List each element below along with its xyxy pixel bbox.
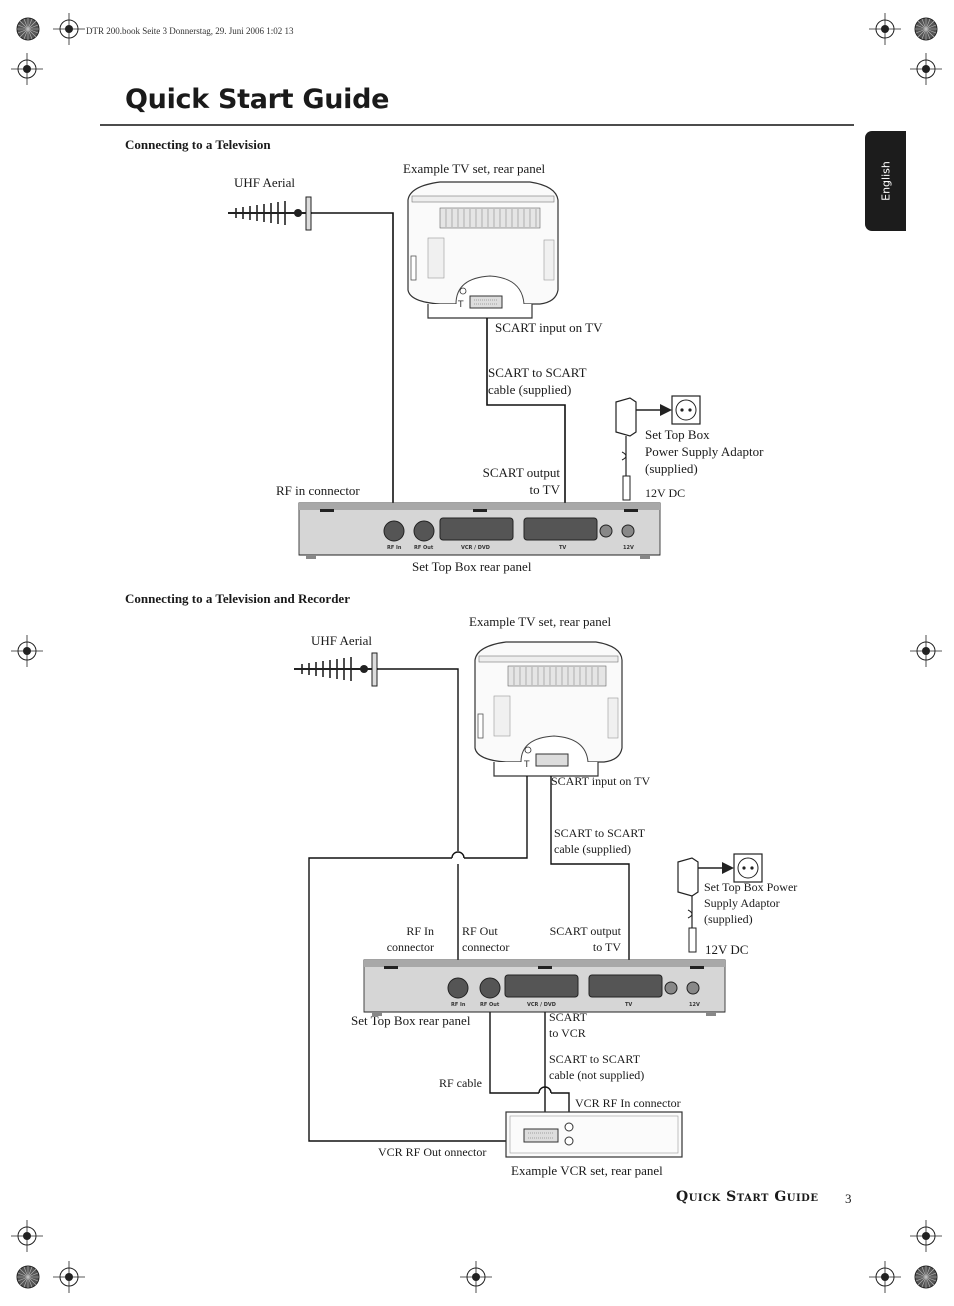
rf-cable (489, 995, 539, 1094)
diagram-tv-recorder-connection: T (294, 641, 763, 1158)
section-heading-tv: Connecting to a Television (125, 137, 271, 152)
s2-dc-label: 12V DC (705, 942, 749, 957)
power-adaptor-icon (615, 395, 701, 501)
set-top-box-rear-panel-icon-2: RF In RF Out VCR / DVD TV 12V (363, 959, 726, 1016)
scart-cable-2 (550, 776, 630, 982)
s2-tv-caption: Example TV set, rear panel (469, 614, 612, 629)
stb2-label-tv: TV (625, 1002, 632, 1008)
stb1-label-rf-out: RF Out (414, 545, 434, 551)
svg-text:T: T (523, 760, 530, 770)
s1-dc-label: 12V DC (645, 486, 686, 500)
aerial-cable (312, 212, 394, 530)
stb2-label-vcr-dvd: VCR / DVD (527, 1002, 556, 1008)
svg-text:T: T (457, 300, 464, 310)
aerial-cable-2 (378, 668, 459, 851)
s2-vcr-rf-in-label: VCR RF In connector (575, 1096, 681, 1110)
page-number: 3 (845, 1191, 852, 1206)
s1-stb-caption: Set Top Box rear panel (412, 559, 532, 574)
tv-rf-to-vcr-cable (464, 776, 528, 859)
uhf-aerial-icon (228, 196, 312, 231)
set-top-box-rear-panel-icon: RF In RF Out VCR / DVD TV 12V (298, 502, 661, 559)
language-tab-label: English (879, 161, 892, 201)
stb2-label-rf-out: RF Out (480, 1002, 500, 1008)
scart-cable (486, 318, 566, 525)
stb1-label-vcr-dvd: VCR / DVD (461, 545, 490, 551)
s2-rf-cable-label: RF cable (439, 1076, 482, 1090)
s2-vcr-rf-out-label: VCR RF Out onnector (378, 1145, 487, 1159)
tv-rear-panel-icon: T (407, 181, 559, 319)
diagram-tv-connection: T (228, 181, 701, 559)
print-header: DTR 200.book Seite 3 Donnerstag, 29. Jun… (86, 26, 294, 36)
stb1-label-tv: TV (559, 545, 566, 551)
stb1-label-rf-in: RF In (387, 545, 402, 551)
s1-aerial-label: UHF Aerial (234, 175, 296, 190)
uhf-aerial-icon-2 (294, 652, 378, 687)
stb1-label-12v: 12V (623, 545, 634, 551)
s2-aerial-label: UHF Aerial (311, 633, 373, 648)
vcr-rear-panel-icon (505, 1111, 683, 1158)
power-adaptor-icon-2 (677, 853, 763, 953)
s2-vcr-caption: Example VCR set, rear panel (511, 1163, 663, 1178)
page-title: Quick Start Guide (125, 84, 390, 115)
s1-scart-input-label: SCART input on TV (495, 320, 603, 335)
language-tab: English (865, 131, 906, 231)
s2-scart-input-label: SCART input on TV (551, 774, 651, 788)
s2-stb-caption: Set Top Box rear panel (351, 1013, 471, 1028)
cable-hop-1 (451, 851, 465, 859)
tv-rear-panel-icon-2: T (474, 641, 623, 777)
s1-tv-caption: Example TV set, rear panel (403, 161, 546, 176)
stb2-label-12v: 12V (689, 1002, 700, 1008)
footer-running-title: Quick Start Guide (676, 1189, 819, 1205)
stb2-label-rf-in: RF In (451, 1002, 466, 1008)
s1-rf-in-label: RF in connector (276, 483, 360, 498)
section-heading-tv-recorder: Connecting to a Television and Recorder (125, 591, 350, 606)
